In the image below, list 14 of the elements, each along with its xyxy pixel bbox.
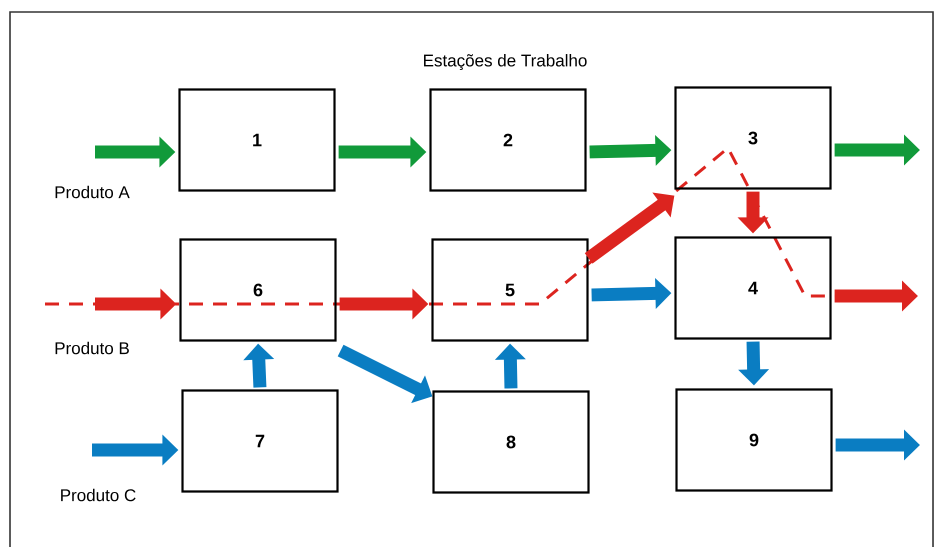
product-label: Produto A (56, 186, 130, 198)
workstation-box: 9 (675, 388, 833, 492)
product-label: Produto B (56, 342, 129, 354)
arrow (584, 192, 674, 264)
workstation-box: 8 (432, 390, 590, 494)
workstation-box: 6 (179, 238, 337, 342)
title: Estações de Trabalho (424, 54, 587, 70)
workstation-box: 5 (431, 238, 589, 342)
workstation-box: 1 (178, 88, 336, 192)
workstation-box: 4 (674, 236, 832, 340)
workstation-box: 3 (674, 86, 832, 190)
workstation-box: 2 (429, 88, 587, 192)
product-label: Produto C (61, 488, 136, 502)
workstation-box: 7 (181, 389, 339, 493)
